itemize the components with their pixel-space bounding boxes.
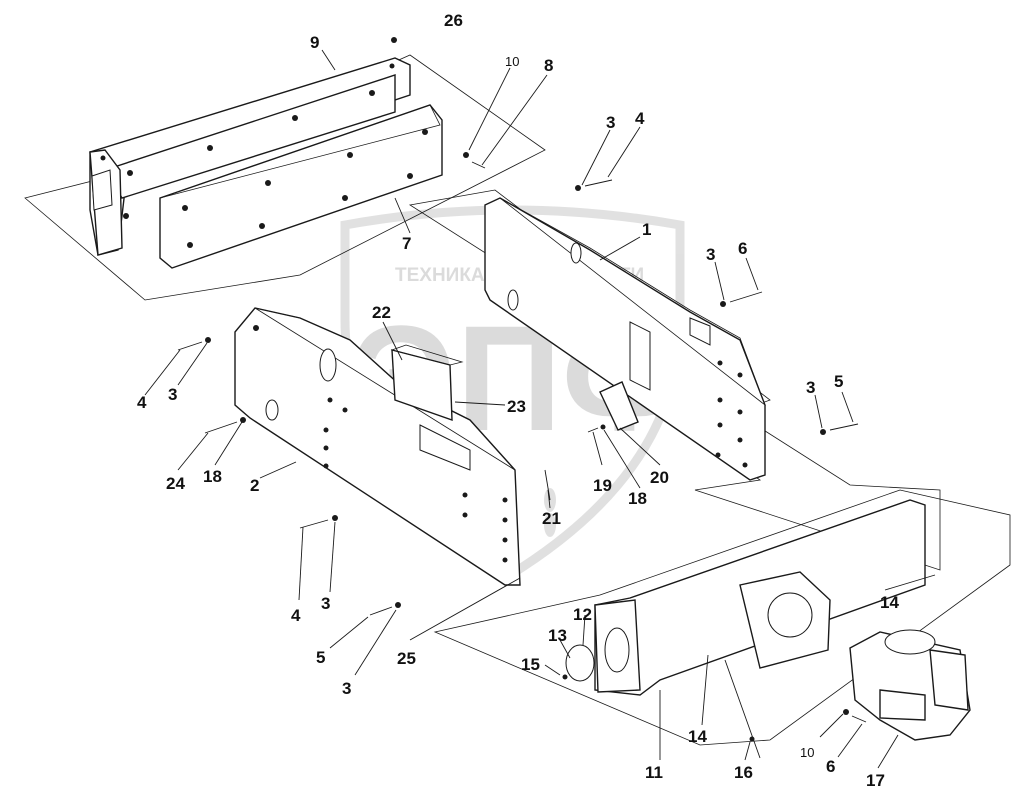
callout-26: 26 xyxy=(444,11,463,30)
callout-3: 3 xyxy=(706,245,715,264)
callout-10: 10 xyxy=(800,745,814,760)
callout-23: 23 xyxy=(507,397,526,416)
callout-25: 25 xyxy=(397,649,416,668)
part-9-frame xyxy=(24,54,546,301)
callout-21: 21 xyxy=(542,509,561,528)
callout-11: 11 xyxy=(645,763,663,782)
callout-3: 3 xyxy=(321,594,330,613)
watermark-company: ТЕХНИКА xyxy=(395,265,485,286)
part-1-side-plate xyxy=(408,189,941,571)
part-2-side-plate xyxy=(234,307,521,586)
part-17-housing xyxy=(843,629,971,741)
part-7-plate xyxy=(159,104,443,269)
callout-17: 17 xyxy=(866,771,885,790)
callout-4: 4 xyxy=(635,109,645,128)
callout-6: 6 xyxy=(826,757,835,776)
callout-20: 20 xyxy=(650,468,669,487)
callout-6: 6 xyxy=(738,239,747,258)
callout-12: 12 xyxy=(573,605,592,624)
callout-14: 14 xyxy=(688,727,707,746)
washer-10 xyxy=(463,152,469,158)
callout-4: 4 xyxy=(137,393,147,412)
callout-7: 7 xyxy=(402,234,411,253)
bolt-8 xyxy=(471,161,486,169)
callout-18: 18 xyxy=(203,467,222,486)
leader-lines xyxy=(144,49,936,769)
part-11-cross-beam xyxy=(433,489,1011,746)
callout-2: 2 xyxy=(250,476,259,495)
callout-labels: 26 9 10 8 3 4 1 7 3 6 22 4 3 23 3 5 24 1… xyxy=(137,11,899,790)
callout-4: 4 xyxy=(291,606,301,625)
callout-10: 10 xyxy=(505,54,519,69)
washer-10b xyxy=(843,709,849,715)
callout-13: 13 xyxy=(548,626,567,645)
part-12-cap xyxy=(565,644,595,682)
callout-16: 16 xyxy=(734,763,753,782)
callout-3: 3 xyxy=(168,385,177,404)
callout-9: 9 xyxy=(310,33,319,52)
callout-15: 15 xyxy=(521,655,540,674)
callout-3: 3 xyxy=(606,113,615,132)
fasteners xyxy=(177,37,859,742)
callout-3: 3 xyxy=(342,679,351,698)
callout-5: 5 xyxy=(316,648,325,667)
callout-1: 1 xyxy=(642,220,651,239)
callout-3: 3 xyxy=(806,378,815,397)
callout-22: 22 xyxy=(372,303,391,322)
callout-5: 5 xyxy=(834,372,843,391)
callout-8: 8 xyxy=(544,56,553,75)
bolt-6b xyxy=(851,715,867,723)
callout-18: 18 xyxy=(628,489,647,508)
callout-24: 24 xyxy=(166,474,185,493)
callout-19: 19 xyxy=(593,476,612,495)
callout-14: 14 xyxy=(880,593,899,612)
